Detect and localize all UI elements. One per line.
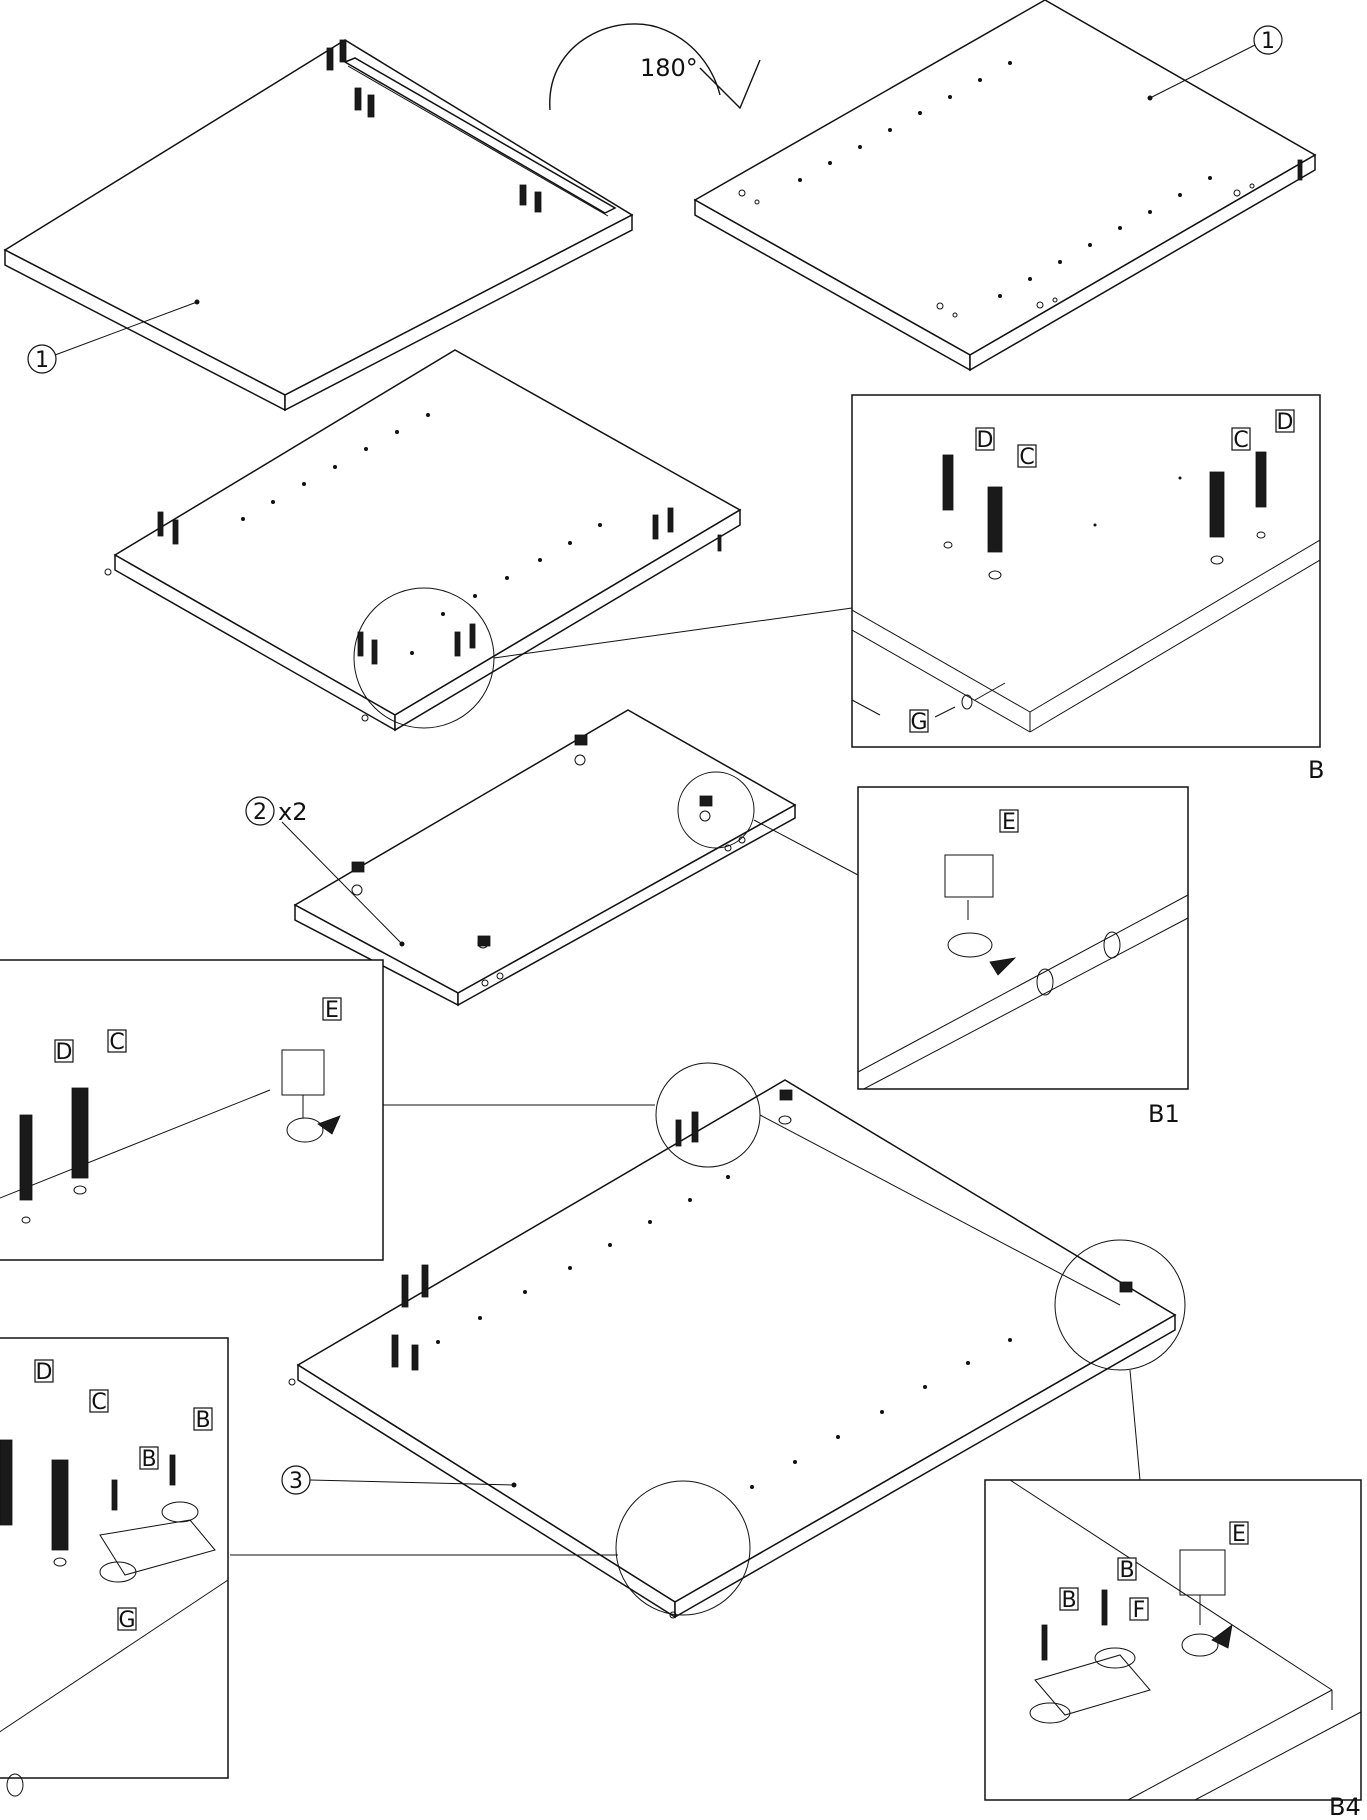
callout-b-left-lower-b: B <box>193 1407 213 1433</box>
detail-b4 <box>984 1479 1362 1801</box>
svg-text:3: 3 <box>289 1469 303 1494</box>
detail-left-upper <box>0 959 655 1261</box>
callout-d-left-lower: D <box>34 1359 54 1385</box>
panel-1-top-right <box>693 0 1317 372</box>
callout-f-b4: F <box>1129 1597 1149 1623</box>
callout-e-left-upper: E <box>322 997 342 1023</box>
detail-b1 <box>857 786 1189 1090</box>
svg-text:B: B <box>1119 1558 1134 1583</box>
callout-b-b4-b: B <box>1117 1557 1137 1583</box>
svg-text:D: D <box>977 428 994 453</box>
svg-text:B: B <box>1061 1588 1076 1613</box>
svg-text:C: C <box>91 1390 106 1415</box>
callout-c-b-right: C <box>1231 427 1251 453</box>
svg-text:B: B <box>195 1408 210 1433</box>
svg-text:G: G <box>910 710 927 735</box>
detail-label-b: B <box>1308 756 1324 784</box>
detail-label-b1: B1 <box>1148 1100 1180 1128</box>
rotate-180-arrow-icon: 180° <box>549 23 761 111</box>
part-1-callout-b: 1 <box>1253 25 1283 55</box>
part-2-callout: 2 x2 <box>245 796 307 826</box>
panel-1-top-left <box>3 39 634 412</box>
svg-text:B: B <box>141 1447 156 1472</box>
part-number: 1 <box>1261 29 1275 54</box>
detail-label-b4: B4 <box>1329 1793 1361 1820</box>
callout-d-b-right: D <box>1275 409 1295 435</box>
svg-text:C: C <box>109 1030 124 1055</box>
svg-text:E: E <box>1232 1522 1246 1547</box>
svg-text:E: E <box>325 998 339 1023</box>
svg-text:D: D <box>56 1040 73 1065</box>
detail-b <box>851 394 1321 748</box>
callout-d-b-left: D <box>975 427 995 453</box>
panel-2 <box>281 709 859 1007</box>
svg-text:C: C <box>1233 428 1248 453</box>
callout-e-b1: E <box>999 809 1019 835</box>
callout-b-left-lower-a: B <box>139 1446 159 1472</box>
callout-g-b: G <box>909 709 929 735</box>
callout-b-b4-a: B <box>1059 1587 1079 1613</box>
part-number: 1 <box>35 348 49 373</box>
svg-text:F: F <box>1133 1598 1146 1623</box>
callout-c-b-left: C <box>1017 444 1037 470</box>
rotation-label: 180° <box>640 54 698 82</box>
svg-text:E: E <box>1002 810 1016 835</box>
part-1-callout-a: 1 <box>27 344 57 374</box>
callout-d-left-upper: D <box>54 1039 74 1065</box>
svg-text:G: G <box>118 1608 135 1633</box>
part-2-quantity: x2 <box>278 798 307 826</box>
svg-text:2: 2 <box>253 800 267 825</box>
svg-text:D: D <box>1277 410 1294 435</box>
panel-1-middle <box>104 349 853 732</box>
callout-g-left-lower: G <box>117 1607 137 1633</box>
callout-c-left-upper: C <box>107 1029 127 1055</box>
callout-e-b4: E <box>1229 1521 1249 1547</box>
panel-3 <box>230 1062 1186 1619</box>
callout-c-left-lower: C <box>89 1389 109 1415</box>
detail-left-lower <box>0 1337 229 1797</box>
svg-text:D: D <box>36 1360 53 1385</box>
svg-text:C: C <box>1019 445 1034 470</box>
part-3-callout: 3 <box>281 1465 311 1495</box>
